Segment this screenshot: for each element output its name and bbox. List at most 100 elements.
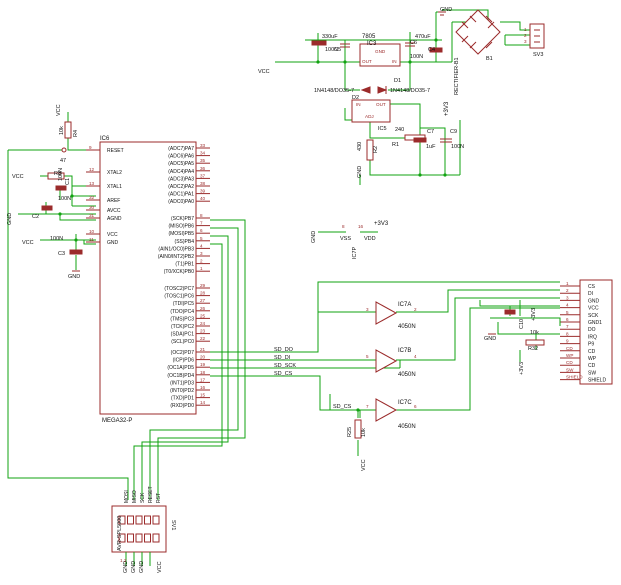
mcu-right-pin-label: (TDI)PC5: [173, 301, 194, 307]
sd-pin-number: 6: [566, 317, 569, 322]
mcu-right-pin-label: (RXD)PD0: [170, 403, 194, 409]
ic7p-v33-label: +3V3: [374, 221, 389, 227]
sd-pin-label: VCC: [588, 306, 599, 312]
capacitor-c7: [413, 137, 427, 143]
mcu-left-pin-number: 13: [89, 181, 95, 186]
mcu-right-pin-number: 17: [200, 377, 206, 382]
sd-cap-v33: +3V3: [531, 308, 537, 321]
buffer-ic7c: IC7C 4050N 7 6: [366, 398, 417, 430]
mcu-wiring: [133, 219, 560, 500]
reg1-part-label: 7805: [362, 34, 376, 40]
buffer-a-in-pin: 3: [366, 307, 369, 312]
isp-pin-pad: [135, 533, 143, 543]
mcu-right-pin-label: (T1)PB1: [175, 262, 194, 268]
mcu-right-pin-number: 21: [200, 347, 206, 352]
mcu-right-pin-label: (INT0)PD2: [170, 388, 194, 394]
ic7p-vdd-label: VDD: [364, 236, 376, 242]
buffer-b-out-pin: 4: [414, 354, 417, 359]
r4-label: R4: [73, 130, 79, 137]
mcu-right-pin-number: 26: [200, 306, 206, 311]
mcu-right-pin-label: (TCK)PC2: [171, 324, 194, 330]
ic7p-power: GND VSS VDD IC7P +3V3 8 16: [311, 221, 389, 259]
isp-pin-pad: [118, 533, 126, 543]
sd-pin-label: SHIELD: [588, 378, 606, 384]
mcu-right-pin-number: 18: [200, 370, 206, 375]
buffer-c-in-pin: 7: [366, 404, 369, 409]
sd-pin-number: SW: [566, 367, 574, 372]
buffer-ic7b: IC7B 4050N 5 4: [366, 348, 417, 378]
buffer-a-out-pin: 2: [414, 307, 417, 312]
isp-pin-pad: [135, 515, 143, 525]
mcu-right-pin-number: 14: [200, 400, 206, 405]
mcu-right-pin-label: (SDA)PC1: [171, 332, 195, 338]
sd-pin-label: CD: [588, 363, 596, 369]
sd-pin-label: CD: [588, 349, 596, 355]
mcu-right-pin-number: 7: [200, 221, 203, 226]
mcu-right-pin-number: 33: [200, 143, 206, 148]
mcu-left-pin-number: 30: [89, 205, 95, 210]
mcu-right-pin-label: (TDO)PC4: [170, 309, 194, 315]
resistor-r25: [354, 419, 362, 439]
reg1-ref-label: IC3: [367, 41, 377, 47]
mcu-right-pin-label: (TOSC2)PC7: [164, 286, 194, 292]
mcu-left-pin-label: AGND: [107, 216, 122, 222]
isp-gnd-1: GND: [123, 561, 129, 573]
sd-pin-number: 2: [566, 288, 569, 293]
sd-pin-number: SHIELD: [566, 375, 583, 380]
sd-cap-label: C10: [519, 319, 525, 329]
diode-d1: [377, 86, 388, 94]
ic7p-vss-label: VSS: [340, 236, 351, 242]
sv3-pin-2: 2: [524, 33, 527, 38]
r3-value-label: 47: [60, 158, 66, 164]
mcu-left-pin-label: RESET: [107, 148, 124, 154]
mcu-right-pin-label: (AIN0/INT2)PB2: [158, 254, 194, 260]
c7-label: C7: [427, 129, 434, 135]
sd-pin-number: CD: [566, 346, 573, 351]
sd-pin-label: SW: [588, 370, 596, 376]
isp-gnd-3: GND: [139, 561, 145, 573]
mcu-right-pin-number: 25: [200, 313, 206, 318]
c2-value-label: 100N: [58, 196, 71, 202]
isp-pin-label: RST: [156, 493, 162, 503]
mcu-right-pin-label: (MISO)PB6: [168, 224, 194, 230]
r4-value-label: 10k: [59, 126, 65, 135]
sd-pin-number: CD: [566, 360, 573, 365]
isp-body: [111, 505, 167, 553]
capacitor-c4: [429, 47, 443, 53]
sd-pin-number: 5: [566, 310, 569, 315]
isp-pin-pad: [144, 515, 151, 525]
gnd-adj-label: GND: [357, 166, 363, 178]
diode-d2: [360, 86, 371, 94]
mcu-right-pin-label: (ADC5)PA5: [168, 161, 194, 167]
net-label-sd-do: SD_DO: [274, 347, 294, 353]
reset-network: VCC 10k R4 47 R3 VCC 100N C1 100N C2 GND…: [7, 104, 129, 500]
c6-value-label: 100N: [410, 54, 423, 60]
mcu-right-pin-number: 36: [200, 166, 206, 171]
buffer-a-part: 4050N: [398, 324, 416, 330]
d2-label: D2: [352, 95, 359, 101]
r2-label: R2: [373, 146, 379, 153]
r25-value-label: 10k: [361, 428, 367, 437]
capacitor-c1: [55, 185, 67, 191]
mcu-right-pin-label: (ADC6)PA6: [168, 154, 194, 160]
mcu-right-pin-number: 23: [200, 329, 206, 334]
mcu-left-pin-label: AVCC: [107, 208, 121, 214]
sd-pin-label: DI: [588, 291, 593, 297]
sd-pin-label: SCK: [588, 313, 599, 319]
sd-pin-label: DO: [588, 327, 596, 333]
mcu-right-pin-label: (SCL)PC0: [171, 339, 194, 345]
mcu-right-pin-number: 24: [200, 321, 206, 326]
mcu-left-pin-number: 11: [89, 237, 94, 242]
level-shifter-buffers: IC7A 4050N 3 2 IC7B 4050N 5 4 IC7C 4050N…: [274, 289, 560, 471]
capacitor-c2: [41, 205, 53, 211]
buffer-ic7a: IC7A 4050N 3 2: [366, 301, 417, 330]
mcu-left-pin-label: XTAL1: [107, 184, 122, 190]
sd-pin-number: 3: [566, 295, 569, 300]
buffer-c-part: 4050N: [398, 424, 416, 430]
reg1-in-pin: IN: [392, 59, 397, 64]
rectifier-bridge: [455, 9, 501, 55]
mcu-left-pins: RESET9XTAL212XTAL113AREF32AVCC30AGND31VC…: [86, 145, 124, 246]
mcu-right-pin-label: (SS)PB4: [175, 239, 195, 245]
mcu-body: [99, 141, 197, 415]
